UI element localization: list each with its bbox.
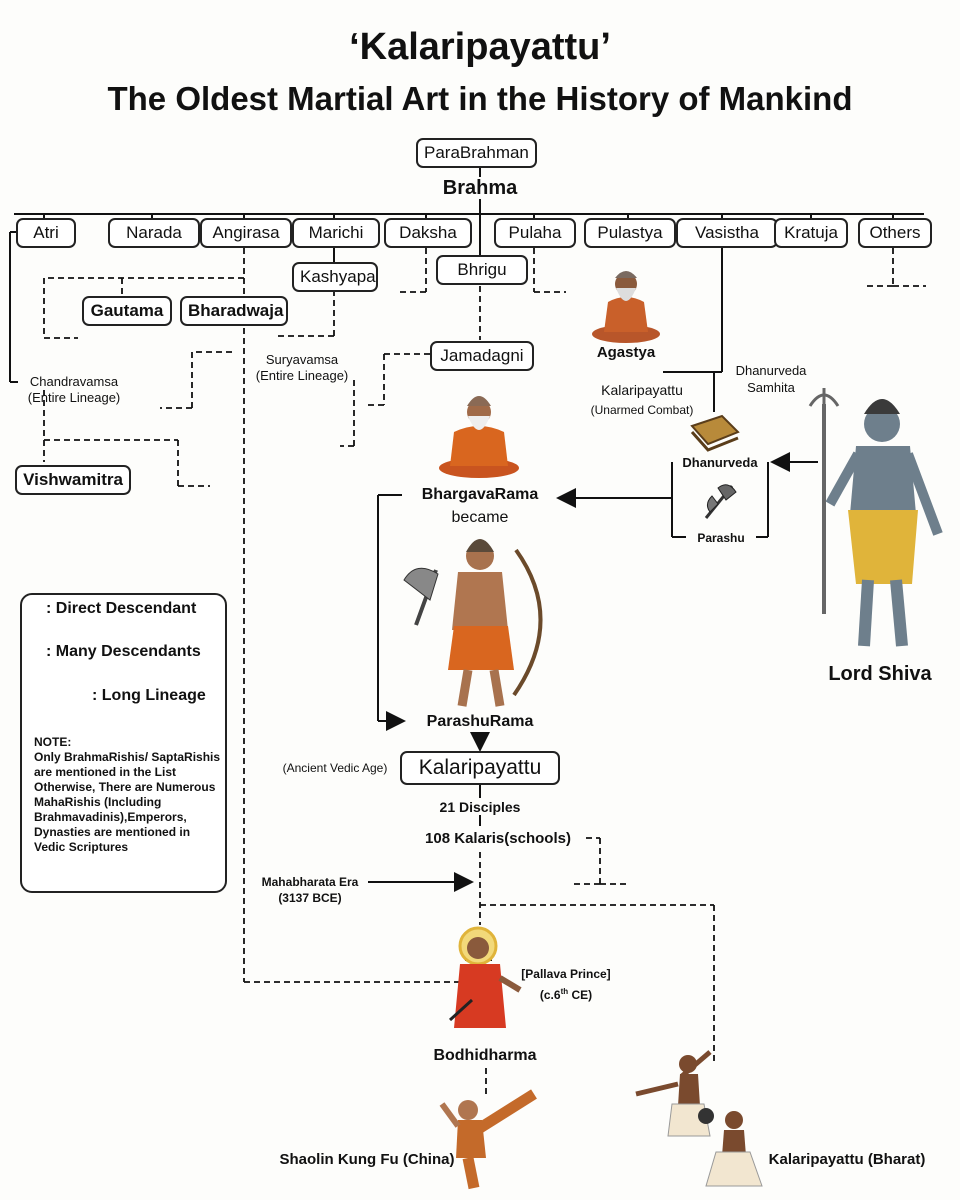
vedic-age-label: (Ancient Vedic Age) [282, 761, 388, 775]
node-rishi-pulaha: Pulaha [494, 218, 576, 248]
kalari-bharat-label: Kalaripayattu (Bharat) [768, 1151, 926, 1168]
note-heading: NOTE: [34, 735, 72, 749]
node-rishi-daksha: Daksha [384, 218, 472, 248]
dhanurveda-label: Dhanurveda [682, 455, 758, 470]
lord-shiva-label: Lord Shiva [828, 663, 932, 685]
title-line-2: The Oldest Martial Art in the History of… [107, 80, 853, 117]
dhanurveda-samhita-label-1: Dhanurveda [735, 363, 807, 378]
legend-box: : Direct Descendant : Many Descendants :… [20, 593, 227, 893]
brahmin-sage-icon [439, 396, 519, 478]
legend-long-lineage: : Long Lineage [92, 687, 206, 704]
node-rishi-kratuja: Kratuja [774, 218, 848, 248]
parashu-label: Parashu [697, 531, 745, 545]
chandravamsa-sublabel: (Entire Lineage) [27, 390, 121, 405]
legend-many-descendants: : Many Descendants [46, 643, 201, 660]
note-text: Only BrahmaRishis/ SaptaRishis are menti… [34, 750, 221, 854]
node-gautama: Gautama [82, 296, 172, 326]
shaolin-kick-icon [439, 1089, 537, 1190]
suryavamsa-label: Suryavamsa [265, 352, 339, 367]
disciples-label: 21 Disciples [439, 799, 521, 815]
parashurama-label: ParashuRama [426, 713, 534, 730]
title-line-1: ‘Kalaripayattu’ [349, 26, 611, 68]
agastya-label: Agastya [596, 344, 656, 361]
kalaris-label: 108 Kalaris(schools) [425, 830, 571, 847]
node-rishi-atri: Atri [16, 218, 76, 248]
suryavamsa-sublabel: (Entire Lineage) [255, 368, 349, 383]
node-jamadagni: Jamadagni [430, 341, 534, 371]
agastya-sage-icon [592, 271, 660, 343]
node-rishi-pulastya: Pulastya [584, 218, 676, 248]
lord-shiva-trident-icon [808, 388, 943, 647]
node-bharadwaja: Bharadwaja [180, 296, 288, 326]
bodhidharma-label: Bodhidharma [433, 1047, 537, 1064]
legend-note: NOTE: Only BrahmaRishis/ SaptaRishis are… [34, 735, 222, 855]
parashurama-warrior-icon [403, 539, 543, 707]
pallava-date-pre: (c.6 [539, 988, 561, 1002]
node-rishi-vasistha: Vasistha [676, 218, 778, 248]
legend-direct-descendant: : Direct Descendant [46, 600, 197, 617]
pallava-date-sup: th [560, 987, 569, 996]
scripture-scroll-icon [690, 414, 740, 452]
bhargavarama-label: BhargavaRama [421, 486, 539, 503]
node-bhrigu: Bhrigu [436, 255, 528, 285]
axe-icon [704, 484, 737, 519]
kalari-unarmed-label: Kalaripayattu [601, 382, 683, 398]
mahabharata-label: Mahabharata Era [261, 875, 359, 889]
chandravamsa-label: Chandravamsa [29, 374, 119, 389]
mahabharata-date-label: (3137 BCE) [278, 891, 342, 905]
pallava-date-post: CE) [568, 988, 593, 1002]
node-rishi-marichi: Marichi [292, 218, 380, 248]
node-rishi-angirasa: Angirasa [200, 218, 292, 248]
node-vishwamitra: Vishwamitra [15, 465, 131, 495]
pallava-label: [Pallava Prince] [521, 967, 611, 981]
shaolin-label: Shaolin Kung Fu (China) [279, 1151, 455, 1168]
node-rishi-narada: Narada [108, 218, 200, 248]
became-label: became [451, 509, 509, 526]
dhanurveda-samhita-label-2: Samhita [747, 380, 795, 395]
node-kashyapa: Kashyapa [292, 262, 378, 292]
node-parabrahman: ParaBrahman [416, 138, 537, 168]
node-brahma: Brahma [442, 177, 518, 199]
unarmed-combat-label: (Unarmed Combat) [590, 403, 694, 417]
kalari-fighters-icon [635, 1050, 763, 1187]
bodhidharma-monk-icon [448, 926, 522, 1028]
pallava-date-label: (c.6th CE) [516, 984, 616, 1003]
node-kalaripayattu: Kalaripayattu [400, 751, 560, 785]
node-rishi-others: Others [858, 218, 932, 248]
